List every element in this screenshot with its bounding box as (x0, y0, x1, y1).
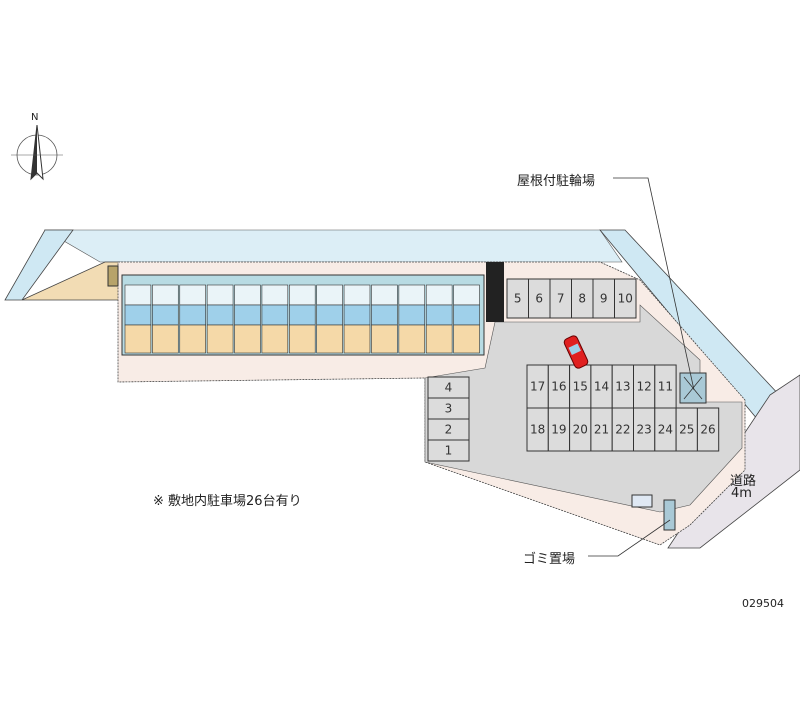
parking-slot-number: 6 (535, 292, 543, 306)
parking-slot: 3 (427, 397, 470, 420)
apartment-unit (343, 284, 371, 354)
parking-slot: 4 (427, 376, 470, 399)
parking-slot-number: 21 (594, 423, 609, 437)
parking-note: ※ 敷地内駐車場26台有り (153, 494, 302, 509)
parking-slot-number: 5 (514, 292, 522, 306)
parking-slot: 6 (528, 278, 551, 319)
parking-slot-number: 12 (637, 380, 652, 394)
parking-slot-number: 1 (445, 444, 453, 458)
parking-slot-number: 20 (573, 423, 588, 437)
parking-slot: 23 (633, 407, 656, 452)
parking-slot: 13 (611, 364, 635, 409)
property-id: 029504 (742, 597, 784, 610)
parking-slot: 18 (526, 407, 549, 452)
road-width-label: 4m (731, 486, 752, 501)
parking-slot-number: 14 (594, 380, 609, 394)
bicycle-parking-leader (613, 177, 695, 391)
parking-slot-number: 11 (658, 380, 673, 394)
parking-slot: 16 (547, 364, 571, 409)
parking-slot-number: 19 (551, 423, 566, 437)
parking-slot: 20 (569, 407, 592, 452)
parking-slot: 10 (614, 278, 637, 319)
apartment-unit (316, 284, 343, 354)
parking-slot: 21 (590, 407, 613, 452)
parking-slot: 17 (526, 364, 549, 409)
parking-slot-number: 25 (679, 423, 694, 437)
parking-slot: 9 (592, 278, 615, 319)
parking-slot-number: 9 (600, 292, 608, 306)
apartment-unit (289, 284, 316, 354)
parking-slot: 2 (427, 418, 470, 441)
apartment-unit (425, 284, 453, 354)
road-name-label: 道路 (730, 474, 757, 489)
utility-box (631, 494, 653, 508)
apartment-unit (206, 284, 234, 354)
parking-slot: 24 (654, 407, 677, 452)
car-icon (563, 335, 589, 369)
parking-slot: 26 (696, 407, 720, 452)
parking-slot: 22 (611, 407, 635, 452)
parking-slot-number: 2 (445, 423, 453, 437)
parking-slot-number: 3 (445, 402, 453, 416)
parking-slot: 5 (506, 278, 529, 319)
bicycle-parking-label: 屋根付駐輪場 (517, 174, 596, 189)
parking-slot: 12 (633, 364, 656, 409)
garbage-area (663, 499, 676, 531)
apartment-unit (398, 284, 426, 354)
parking-slot: 19 (547, 407, 571, 452)
parking-slot: 25 (675, 407, 698, 452)
garbage-label: ゴミ置場 (523, 552, 576, 567)
parking-slot-number: 18 (530, 423, 545, 437)
compass-icon (11, 124, 63, 181)
parking-slot-number: 10 (618, 292, 633, 306)
parking-slot: 1 (427, 439, 470, 462)
parking-slot: 14 (590, 364, 613, 409)
parking-slot-number: 13 (615, 380, 630, 394)
parking-slot: 15 (569, 364, 592, 409)
garbage-leader (588, 519, 671, 557)
apartment-unit (453, 284, 480, 354)
parking-slot: 8 (571, 278, 594, 319)
water-channel-top (43, 229, 623, 263)
parking-slot-number: 16 (551, 380, 566, 394)
apartment-unit (261, 284, 289, 354)
apartment-unit (152, 284, 179, 354)
apartment-unit (124, 284, 152, 354)
compass-north-label: N (31, 112, 39, 123)
parking-slot-number: 22 (615, 423, 630, 437)
parking-slot-number: 23 (637, 423, 652, 437)
apartment-unit (234, 284, 261, 354)
parking-slot: 11 (654, 364, 677, 409)
parking-slot-number: 8 (578, 292, 586, 306)
parking-slot-number: 26 (700, 423, 715, 437)
parking-slot-number: 24 (658, 423, 673, 437)
stairs (486, 262, 504, 322)
parking-slot: 7 (549, 278, 572, 319)
parking-slot-number: 4 (445, 381, 453, 395)
parking-slot-number: 17 (530, 380, 545, 394)
parking-slot-number: 15 (573, 380, 588, 394)
apartment-unit (179, 284, 206, 354)
apartment-unit (371, 284, 398, 354)
parking-slot-number: 7 (557, 292, 565, 306)
entrance-icon (107, 265, 119, 287)
